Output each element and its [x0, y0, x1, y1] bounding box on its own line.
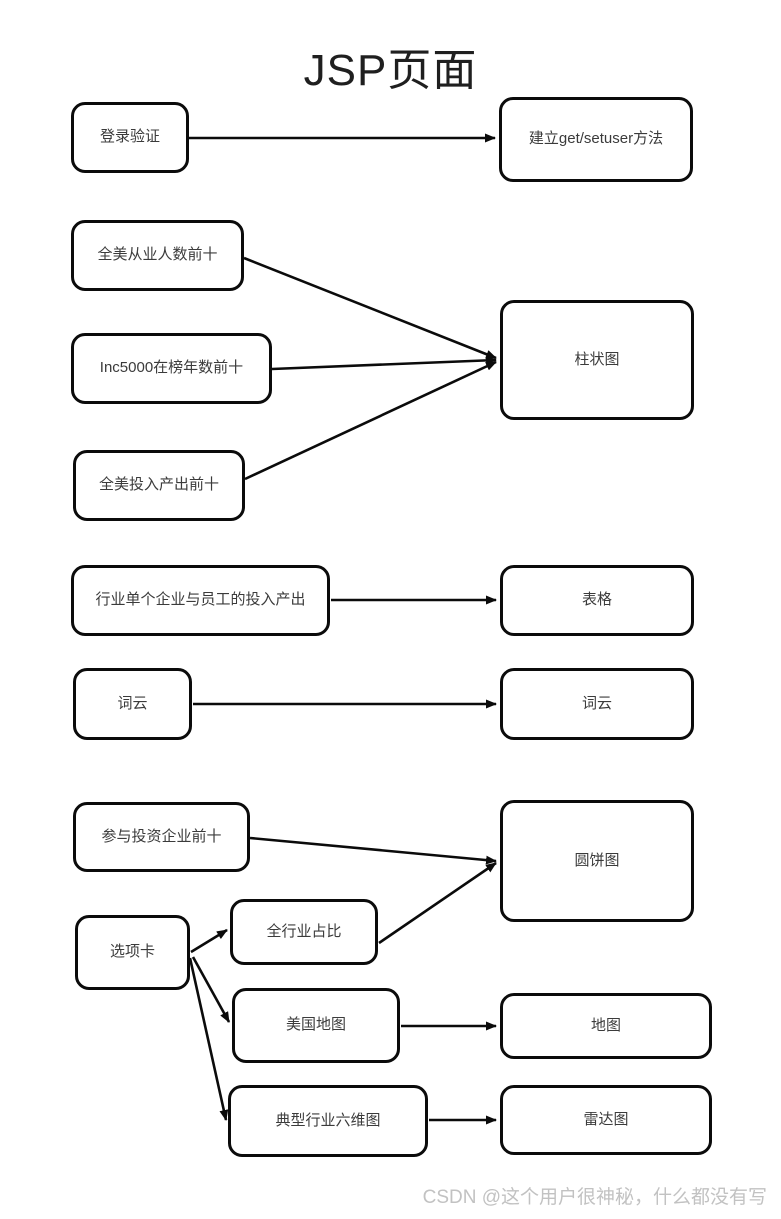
node-n16[interactable]: 典型行业六维图 — [228, 1085, 428, 1157]
node-n9[interactable]: 词云 — [500, 668, 694, 740]
node-n14[interactable]: 美国地图 — [232, 988, 400, 1063]
node-label: 柱状图 — [574, 350, 620, 368]
node-label: 全美投入产出前十 — [98, 476, 219, 494]
node-n15[interactable]: 地图 — [500, 993, 712, 1059]
node-n6[interactable]: 行业单个企业与员工的投入产出 — [71, 565, 330, 636]
node-label: 圆饼图 — [574, 851, 620, 869]
edge-n12-to-n13 — [190, 928, 228, 954]
node-label: 参与投资企业前十 — [101, 827, 222, 845]
edge-n13-to-n11 — [378, 861, 497, 945]
node-label: 美国地图 — [285, 1016, 346, 1034]
node-label: 雷达图 — [583, 1110, 629, 1128]
node-n2[interactable]: 全美从业人数前十 — [71, 220, 244, 291]
node-n12[interactable]: 选项卡 — [75, 915, 190, 990]
node-n0[interactable]: 登录验证 — [71, 102, 189, 173]
node-n17[interactable]: 雷达图 — [500, 1085, 712, 1155]
node-label: 行业单个企业与员工的投入产出 — [95, 591, 306, 609]
node-label: Inc5000在榜年数前十 — [99, 359, 244, 377]
node-n10[interactable]: 参与投资企业前十 — [73, 802, 250, 872]
node-label: 登录验证 — [99, 128, 160, 146]
node-label: 选项卡 — [109, 943, 155, 961]
node-label: 典型行业六维图 — [275, 1111, 381, 1129]
node-n1[interactable]: 建立get/setuser方法 — [499, 97, 693, 182]
node-label: 地图 — [590, 1016, 621, 1034]
node-n5[interactable]: 柱状图 — [500, 300, 694, 420]
node-n11[interactable]: 圆饼图 — [500, 800, 694, 922]
node-n4[interactable]: 全美投入产出前十 — [73, 450, 245, 521]
diagram-title: JSP页面 — [303, 46, 478, 95]
node-label: 词云 — [117, 694, 148, 712]
node-label: 全美从业人数前十 — [97, 246, 218, 264]
csdn-watermark: CSDN @这个用户很神秘，什么都没有写 — [422, 1187, 767, 1208]
edge-n4-to-n5 — [244, 360, 497, 481]
edge-n12-to-n14 — [191, 956, 231, 1023]
node-n8[interactable]: 词云 — [73, 668, 192, 740]
edge-n12-to-n16 — [188, 957, 229, 1121]
node-n3[interactable]: Inc5000在榜年数前十 — [71, 333, 272, 404]
node-n7[interactable]: 表格 — [500, 565, 694, 636]
edge-n10-to-n11 — [249, 836, 497, 865]
edge-n3-to-n5 — [271, 355, 497, 371]
node-label: 全行业占比 — [266, 922, 342, 940]
node-label: 词云 — [581, 694, 612, 712]
node-label: 表格 — [581, 591, 612, 609]
node-n13[interactable]: 全行业占比 — [230, 899, 378, 965]
edge-n2-to-n5 — [243, 256, 497, 360]
node-label: 建立get/setuser方法 — [528, 130, 664, 148]
